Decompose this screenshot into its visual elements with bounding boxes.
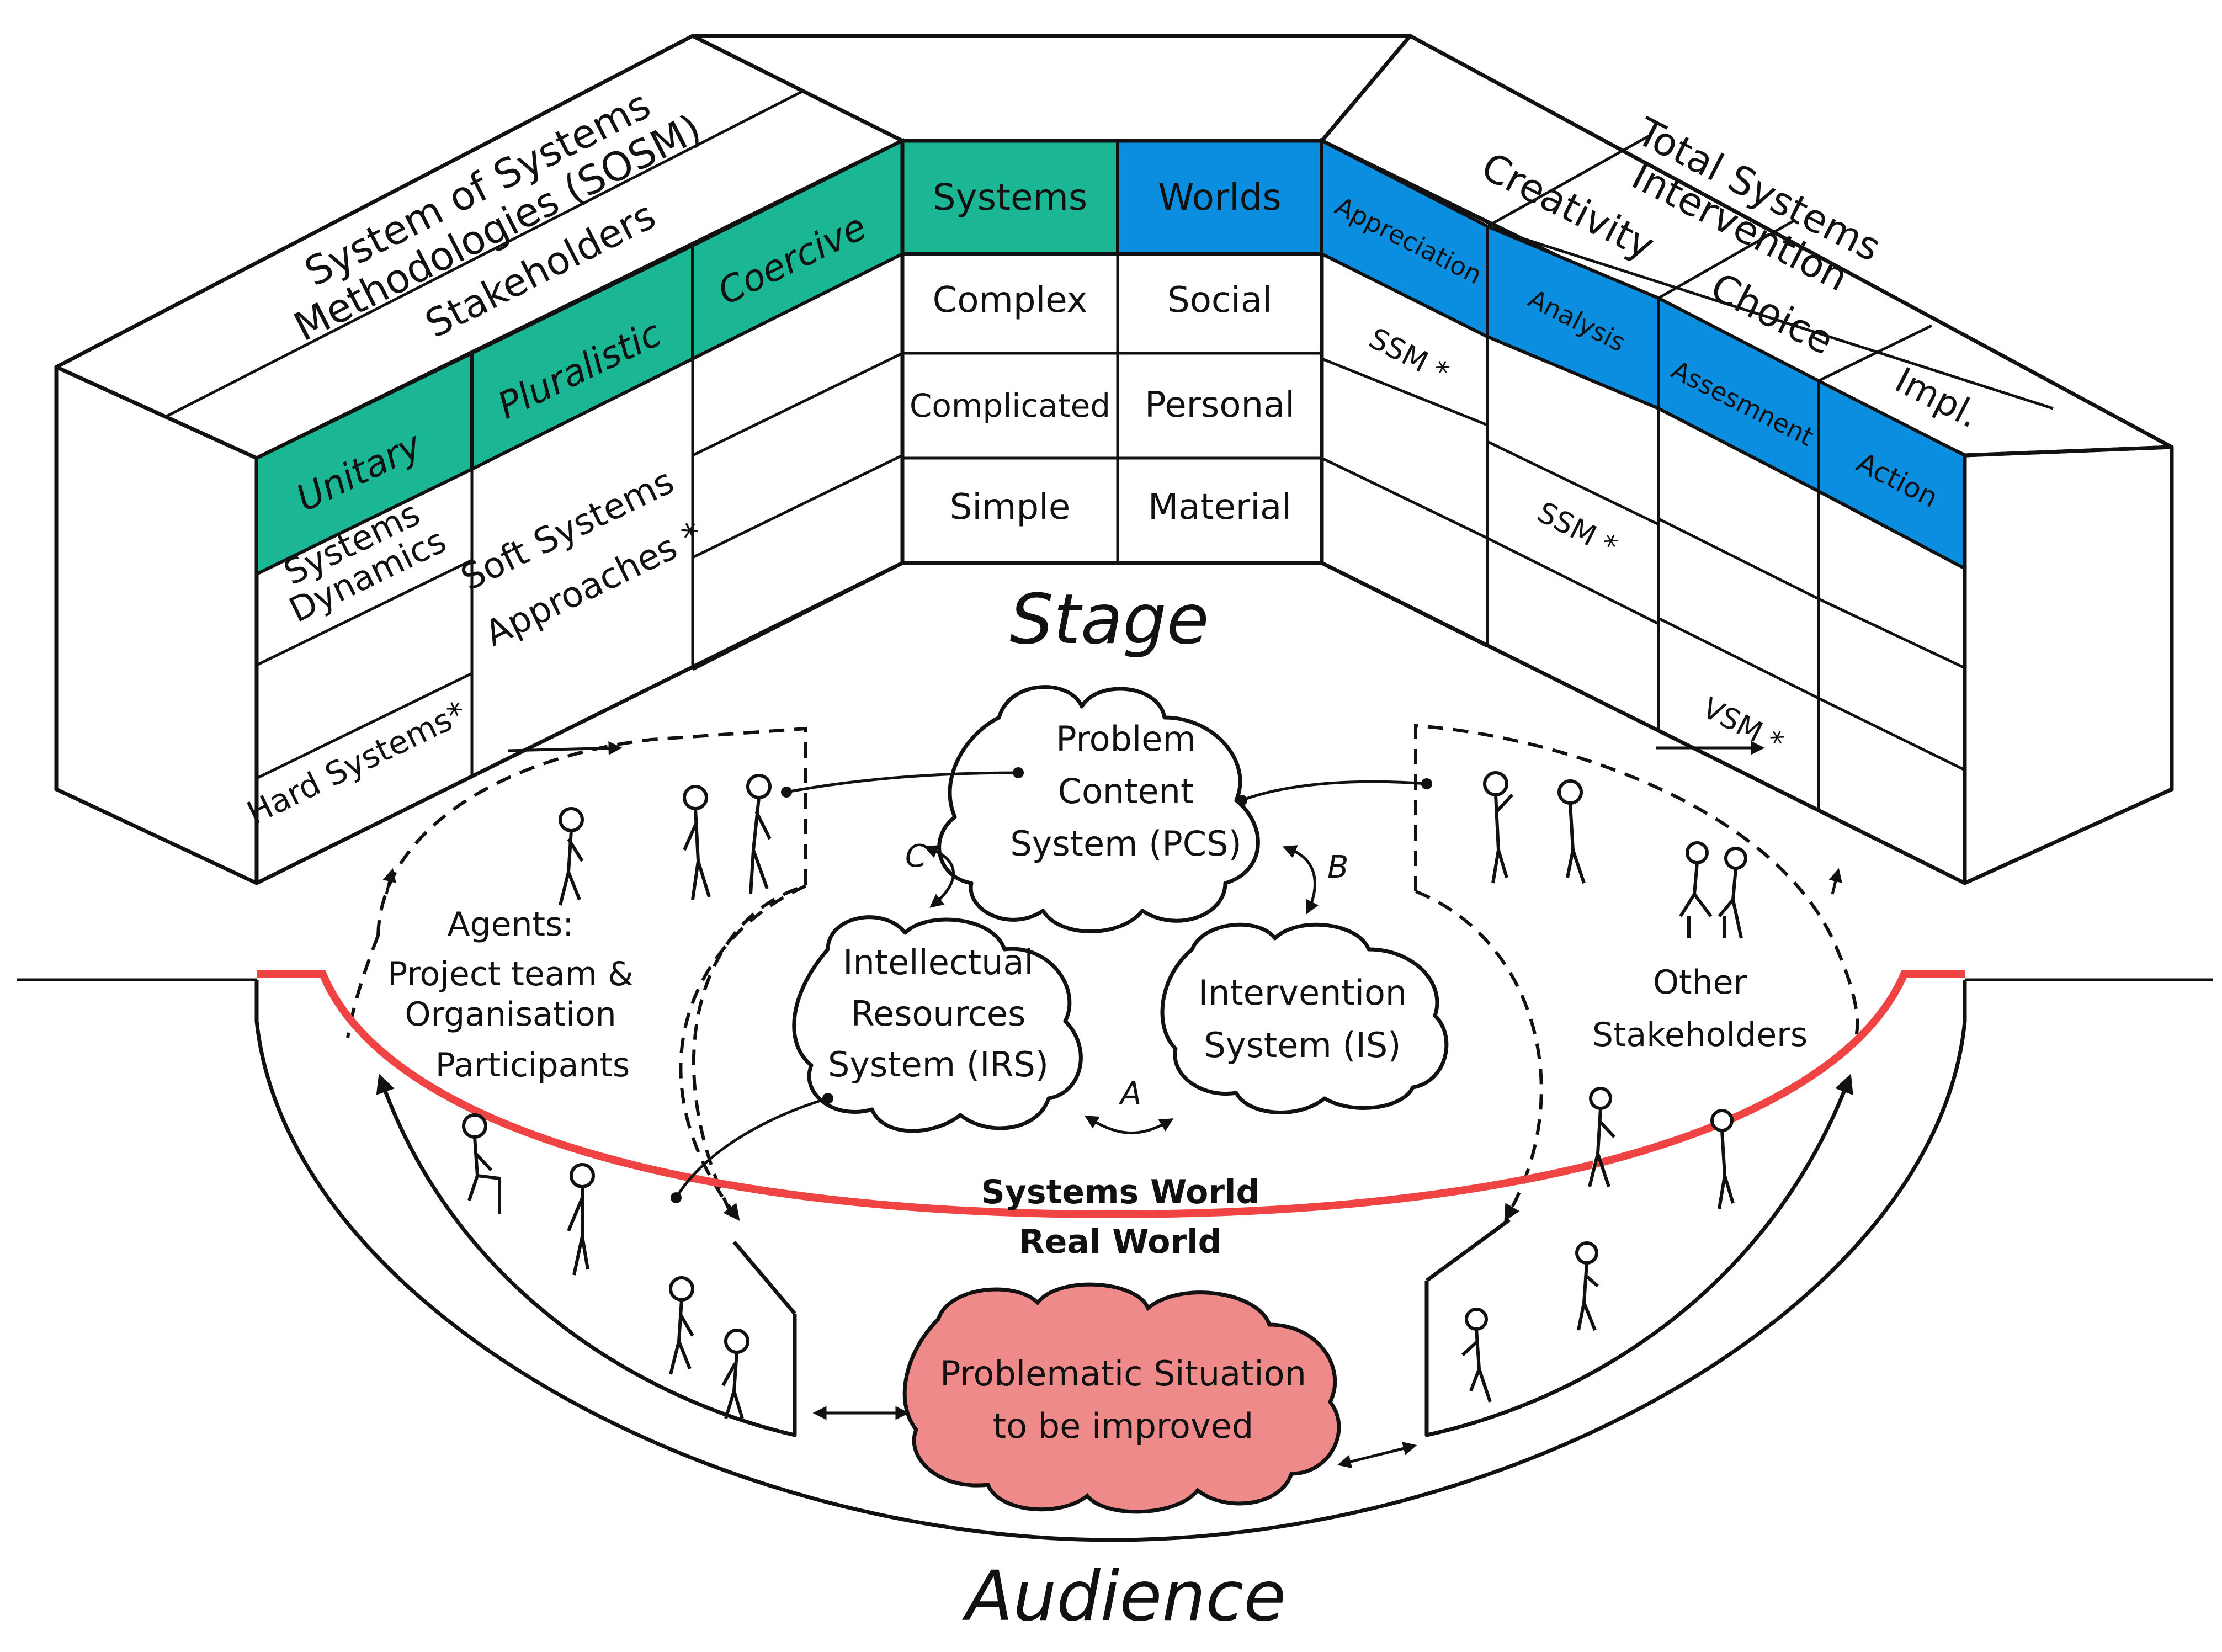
systems-world-label: Systems World	[981, 1173, 1260, 1212]
cell-complex: Complex	[933, 280, 1088, 321]
cell-personal: Personal	[1145, 385, 1295, 426]
is-line-1: Intervention	[1198, 973, 1407, 1013]
person-icon	[669, 1276, 694, 1375]
is-line-2: System (IS)	[1204, 1025, 1401, 1065]
cell-simple: Simple	[950, 487, 1071, 528]
real-world-label: Real World	[1019, 1223, 1221, 1261]
person-icon	[567, 1163, 595, 1276]
relation-c: C	[905, 838, 927, 874]
relation-b: B	[1327, 849, 1348, 885]
cell-social: Social	[1167, 280, 1272, 321]
pcs-line-2: Content	[1058, 771, 1194, 811]
people-figures	[462, 771, 1747, 1419]
left-wall: System of Systems Methodologies (SOSM) S…	[54, 34, 905, 885]
person-icon	[1575, 1241, 1599, 1331]
is-cloud: Intervention System (IS)	[1160, 922, 1449, 1114]
irs-line-2: Resources	[851, 994, 1026, 1034]
person-icon	[683, 785, 711, 900]
pcs-line-1: Problem	[1056, 719, 1195, 759]
right-wall-side	[1963, 445, 2174, 885]
person-icon	[1710, 1109, 1735, 1209]
relation-a: A	[1119, 1076, 1141, 1112]
cell-complicated: Complicated	[910, 387, 1110, 424]
problem-line-1: Problematic Situation	[940, 1353, 1306, 1394]
right-dashed-loop	[1414, 724, 1859, 1044]
left-wall-side	[54, 365, 259, 885]
person-icon	[1679, 841, 1713, 938]
irs-line-3: System (IRS)	[828, 1044, 1049, 1085]
irs-cloud: Intellectual Resources System (IRS)	[792, 915, 1083, 1133]
agents-line-2: Project team &	[387, 955, 634, 994]
cell-material: Material	[1148, 487, 1291, 528]
pcs-line-3: System (PCS)	[1010, 824, 1241, 864]
other-stakeholders-label: Other Stakeholders	[1592, 963, 1808, 1054]
right-wall: Total Systems Intervention Creativity Ch…	[1320, 34, 2174, 885]
ssm-label-2: SSM *	[1532, 496, 1623, 564]
person-icon	[721, 1329, 749, 1419]
person-icon	[1718, 847, 1747, 939]
person-icon	[1588, 1087, 1616, 1187]
person-icon	[1461, 1308, 1492, 1403]
systems-world-boundary	[257, 970, 1965, 1219]
irs-line-1: Intellectual	[843, 942, 1034, 982]
other-line-1: Other	[1653, 963, 1747, 1002]
person-icon	[462, 1113, 501, 1214]
person-icon	[746, 774, 772, 895]
vsm-label: VSM *	[1697, 692, 1789, 760]
person-icon	[1483, 771, 1514, 884]
systems-header: Systems	[933, 176, 1088, 219]
left-dashed-loop	[376, 726, 807, 1221]
audience-title: Audience	[962, 1557, 1287, 1637]
person-icon	[559, 807, 584, 906]
problem-line-2: to be improved	[993, 1406, 1253, 1446]
worlds-header: Worlds	[1158, 176, 1282, 219]
agents-label: Agents: Project team & Organisation Part…	[387, 905, 634, 1085]
problem-cloud: Problematic Situation to be improved	[902, 1282, 1341, 1514]
other-line-2: Stakeholders	[1592, 1016, 1808, 1054]
agents-line-4: Participants	[435, 1046, 630, 1085]
person-icon	[1557, 779, 1586, 884]
pcs-cloud: Problem Content System (PCS)	[937, 685, 1260, 933]
hard-systems-label: Hard Systems*	[241, 694, 472, 832]
agents-line-3: Organisation	[405, 995, 616, 1034]
stage-title: Stage	[1009, 580, 1209, 660]
audience-bowl	[254, 980, 1967, 1542]
agents-line-1: Agents:	[447, 905, 573, 944]
